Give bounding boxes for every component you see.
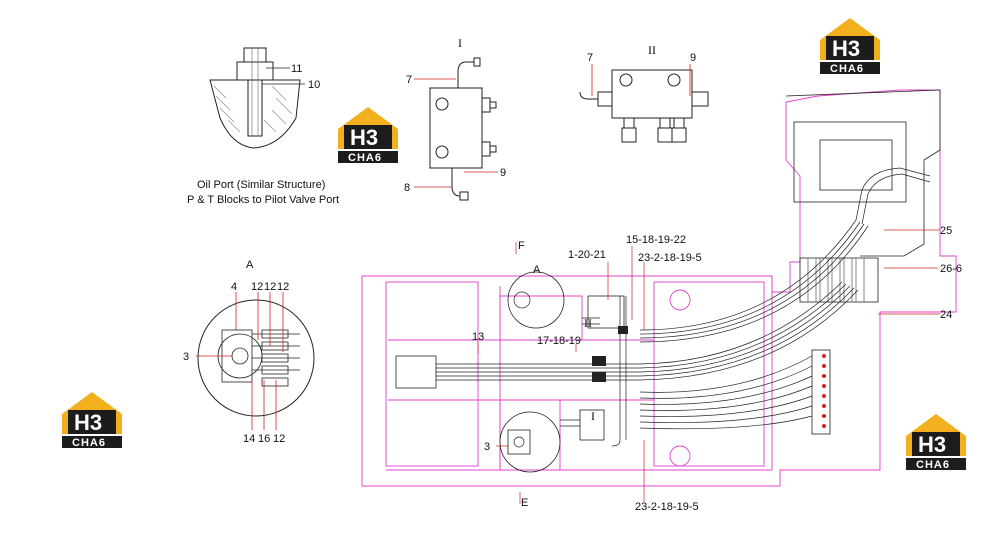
brand-logo: H3 CHA6 bbox=[906, 414, 966, 471]
main-label-23-2-18-19-5-bottom: 23-2-18-19-5 bbox=[635, 501, 699, 513]
logo-word: CHA6 bbox=[348, 152, 382, 164]
logo-mark: H3 bbox=[74, 410, 102, 435]
view-i-label-9: 9 bbox=[500, 167, 506, 179]
oil-port-caption-line2: P & T Blocks to Pilot Valve Port bbox=[187, 194, 339, 206]
main-label-1-20-21: 1-20-21 bbox=[568, 249, 606, 261]
view-a-detail: A 4 12 12 12 3 14 bbox=[183, 259, 315, 445]
main-label-17-18-19: 17-18-19 bbox=[537, 335, 581, 347]
brand-logo: H3 CHA6 bbox=[338, 107, 398, 164]
main-label-I: I bbox=[591, 409, 595, 423]
logo-mark: H3 bbox=[918, 432, 946, 457]
view-a-label-14: 14 bbox=[243, 433, 255, 445]
logo-word: CHA6 bbox=[916, 459, 950, 471]
main-label-26-6: 26-6 bbox=[940, 263, 962, 275]
view-ii-title: II bbox=[648, 43, 656, 57]
main-label-13: 13 bbox=[472, 331, 484, 343]
main-label-II: II bbox=[584, 316, 592, 330]
view-i-label-7: 7 bbox=[406, 74, 412, 86]
main-label-15-18-19-22: 15-18-19-22 bbox=[626, 234, 686, 246]
view-a-title: A bbox=[246, 259, 254, 271]
main-label-E: E bbox=[521, 497, 528, 509]
logo-mark: H3 bbox=[832, 36, 860, 61]
brand-logo: H3 CHA6 bbox=[820, 18, 880, 75]
view-a-label-12a: 12 bbox=[251, 281, 263, 293]
brand-logo: H3 CHA6 bbox=[62, 392, 122, 449]
view-a-label-12b: 12 bbox=[264, 281, 276, 293]
view-a-label-4: 4 bbox=[231, 281, 237, 293]
view-a-label-3: 3 bbox=[183, 351, 189, 363]
main-label-A: A bbox=[533, 264, 541, 276]
view-a-label-12-bottom: 12 bbox=[273, 433, 285, 445]
logo-word: CHA6 bbox=[830, 63, 864, 75]
view-ii-detail: II 7 9 bbox=[579, 43, 709, 143]
main-label-F: F bbox=[518, 240, 525, 252]
oil-port-detail: 11 10 Oil Port (Similar Structure) P & T… bbox=[187, 47, 339, 206]
view-i-title: I bbox=[458, 36, 462, 50]
main-label-25: 25 bbox=[940, 225, 952, 237]
oil-port-label-11: 11 bbox=[291, 63, 302, 75]
logo-word: CHA6 bbox=[72, 437, 106, 449]
logo-mark: H3 bbox=[350, 125, 378, 150]
main-label-23-2-18-19-5-top: 23-2-18-19-5 bbox=[638, 252, 702, 264]
view-ii-label-9: 9 bbox=[690, 52, 696, 64]
view-a-label-16: 16 bbox=[258, 433, 270, 445]
main-assembly: F E A II I 1-20-21 15-18-19-22 23-2-18-1… bbox=[361, 89, 962, 513]
oil-port-label-10: 10 bbox=[308, 79, 320, 91]
view-i-label-8: 8 bbox=[404, 182, 410, 194]
main-label-3: 3 bbox=[484, 441, 490, 453]
view-a-label-12c: 12 bbox=[277, 281, 289, 293]
view-i-detail: I 7 8 9 bbox=[404, 36, 506, 201]
oil-port-caption-line1: Oil Port (Similar Structure) bbox=[197, 179, 325, 191]
view-ii-label-7: 7 bbox=[587, 52, 593, 64]
main-label-24: 24 bbox=[940, 309, 952, 321]
